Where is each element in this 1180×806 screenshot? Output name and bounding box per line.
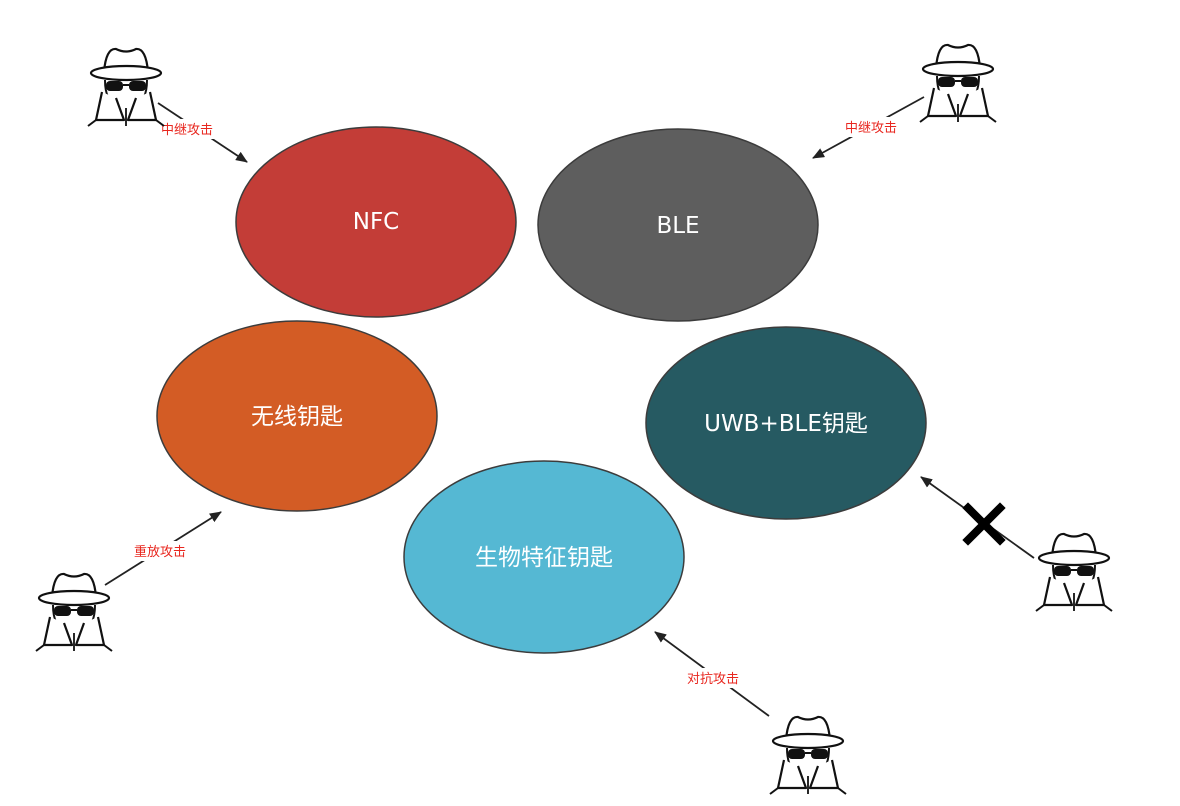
node-biometric-key-ellipse [403,460,685,654]
node-wireless-key-ellipse [156,320,438,512]
attack-biometric-label: 对抗攻击 [687,672,739,687]
node-uwb-ble-key-ellipse [645,326,927,520]
node-uwb-ble-key-label: UWB+BLE钥匙 [704,411,868,437]
hacker-icon [768,715,848,796]
node-nfc: NFC [235,126,517,318]
node-biometric-key-label: 生物特征钥匙 [475,545,613,571]
attack-wireless-replay: 重放攻击 [104,511,222,586]
attack-uwb-blocked [920,476,1035,559]
hacker-icon [918,43,998,124]
node-nfc-ellipse [235,126,517,318]
hacker-icon [1034,532,1114,613]
attack-nfc-label: 中继攻击 [161,123,213,138]
node-ble-label: BLE [656,213,699,239]
cross-mark-icon [962,502,1006,546]
hacker-icon [34,572,114,653]
node-ble-ellipse [537,128,819,322]
node-nfc-label: NFC [353,209,400,235]
node-uwb-ble-key: UWB+BLE钥匙 [645,326,927,520]
node-wireless-key: 无线钥匙 [156,320,438,512]
attack-ble-label: 中继攻击 [845,121,897,136]
node-biometric-key: 生物特征钥匙 [403,460,685,654]
attack-nfc-relay: 中继攻击 [157,102,248,163]
hacker-icon [86,47,166,128]
attack-wireless-label: 重放攻击 [134,544,186,560]
attack-ble-relay: 中继攻击 [812,96,925,159]
node-wireless-key-label: 无线钥匙 [251,404,343,430]
attack-biometric-adversarial: 对抗攻击 [654,631,770,717]
node-ble: BLE [537,128,819,322]
